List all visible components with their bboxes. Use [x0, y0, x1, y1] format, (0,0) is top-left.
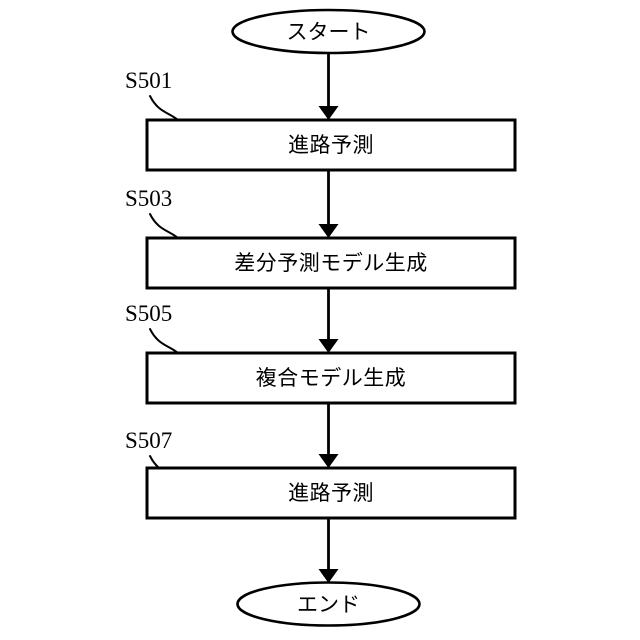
process-box-shape [145, 118, 517, 172]
connector-s501-to-s503 [318, 170, 339, 238]
arrow-head-icon [318, 569, 339, 583]
end-ellipse-shape [236, 581, 421, 627]
connector-s503-to-s505 [318, 288, 339, 353]
end-label: エンド [297, 593, 360, 617]
arrow-head-icon [318, 454, 339, 468]
process-box-label: 複合モデル生成 [256, 366, 407, 390]
node-s503[interactable]: 差分予測モデル生成 [145, 236, 517, 290]
process-box-label: 差分予測モデル生成 [234, 251, 428, 275]
arrow-head-icon [318, 339, 339, 353]
process-box-shape [145, 236, 517, 290]
connector-s505-to-s507 [318, 403, 339, 468]
step-ref-s505: S505 [125, 301, 197, 358]
start-label: スタート [287, 20, 371, 44]
step-ref-label: S503 [125, 186, 172, 211]
process-box-shape [145, 466, 517, 520]
process-box-label: 進路予測 [288, 133, 374, 157]
step-ref-label: S501 [125, 68, 172, 93]
node-s507[interactable]: 進路予測 [145, 466, 517, 520]
arrow-head-icon [318, 224, 339, 238]
node-end[interactable]: エンド [236, 581, 421, 627]
node-s505[interactable]: 複合モデル生成 [145, 351, 517, 405]
step-ref-s503: S503 [125, 186, 197, 243]
node-start[interactable]: スタート [231, 8, 426, 55]
connector-start-to-s501 [318, 53, 339, 120]
connector-s507-to-end [318, 518, 339, 583]
process-box-label: 進路予測 [288, 481, 374, 505]
step-ref-s501: S501 [125, 68, 197, 125]
process-box-shape [145, 351, 517, 405]
arrow-head-icon [318, 106, 339, 120]
step-ref-label: S505 [125, 301, 172, 326]
node-s501[interactable]: 進路予測 [145, 118, 517, 172]
step-ref-label: S507 [125, 428, 172, 453]
